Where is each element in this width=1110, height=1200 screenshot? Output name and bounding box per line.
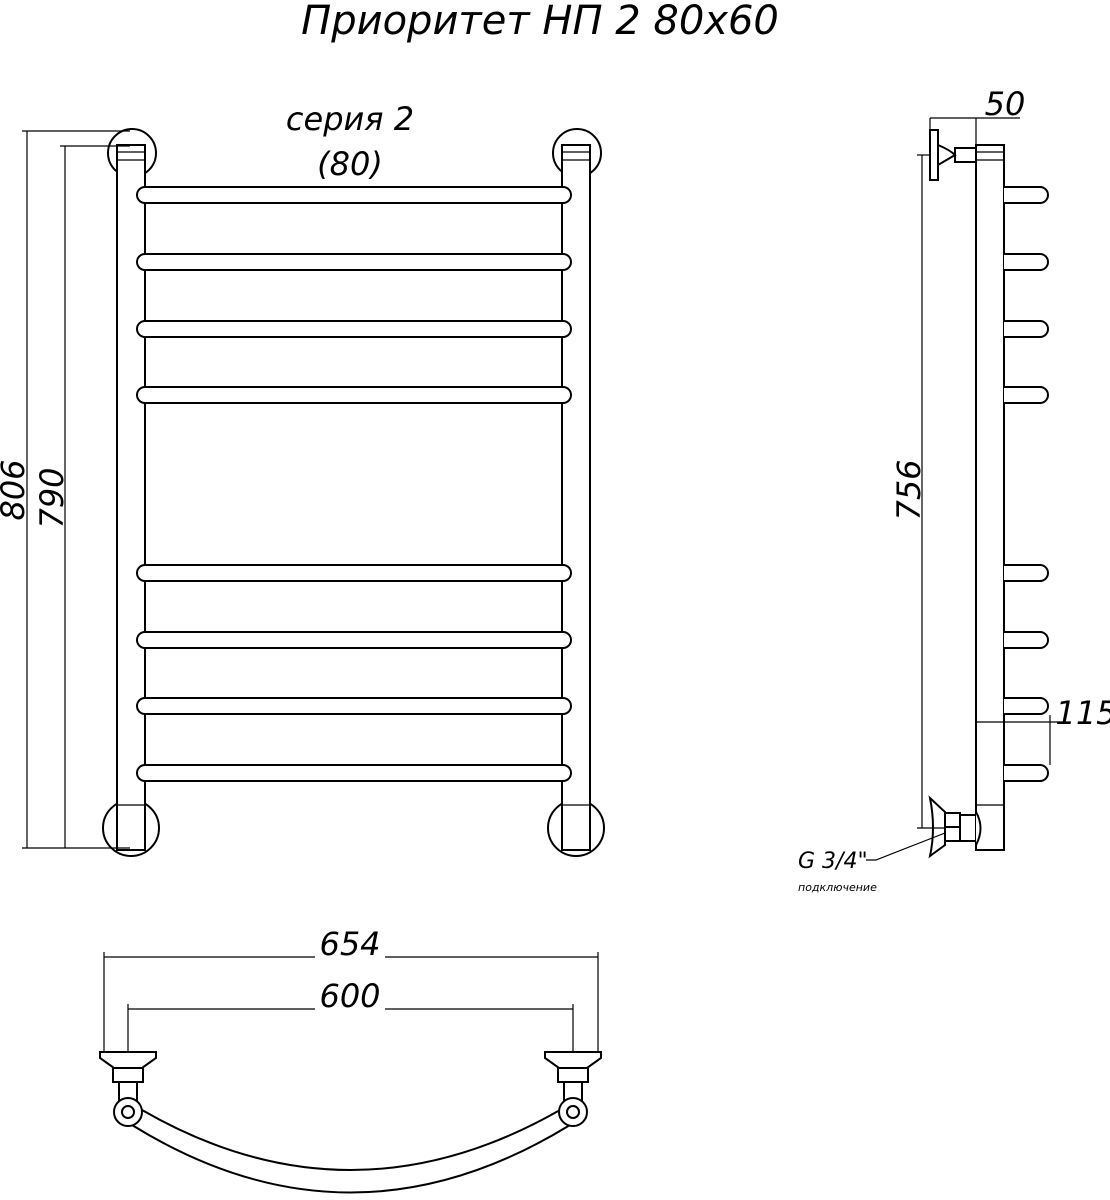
- crossbar-side: [1004, 764, 1049, 782]
- crossbar: [136, 697, 572, 715]
- dim-654: 654: [319, 925, 380, 963]
- thread-label: G 3/4": [798, 849, 868, 874]
- crossbar: [136, 186, 572, 204]
- crossbar: [136, 764, 572, 782]
- series-code: (80): [317, 145, 383, 183]
- crossbar: [136, 564, 572, 582]
- crossbar-side: [1004, 253, 1049, 271]
- crossbar-side: [1004, 631, 1049, 649]
- crossbar: [136, 386, 572, 404]
- wall-mount: [544, 1051, 602, 1127]
- height-dimensions: 806 790: [0, 130, 130, 849]
- crossbar: [136, 631, 572, 649]
- dim-806: 806: [0, 459, 32, 520]
- series-label: серия 2: [286, 100, 414, 138]
- dim-600: 600: [319, 977, 380, 1015]
- side-view: 50 756 115 G 3/4" подключение: [798, 85, 1110, 894]
- drawing-title: Приоритет НП 2 80х60: [301, 0, 779, 44]
- crossbar-side: [1004, 386, 1049, 404]
- crossbar-side: [1004, 320, 1049, 338]
- crossbar: [136, 320, 572, 338]
- crossbar-side: [1004, 697, 1049, 715]
- crossbar-side: [1004, 564, 1049, 582]
- dim-50: 50: [985, 85, 1026, 123]
- connection-label: подключение: [798, 881, 877, 894]
- crossbar: [136, 253, 572, 271]
- dim-790: 790: [33, 467, 71, 528]
- dim-115: 115: [1055, 694, 1110, 732]
- dim-756: 756: [890, 459, 928, 520]
- top-view: 654 600: [99, 925, 602, 1194]
- crossbar-side: [1004, 186, 1049, 204]
- wall-mount: [99, 1051, 157, 1127]
- front-view: [102, 128, 605, 857]
